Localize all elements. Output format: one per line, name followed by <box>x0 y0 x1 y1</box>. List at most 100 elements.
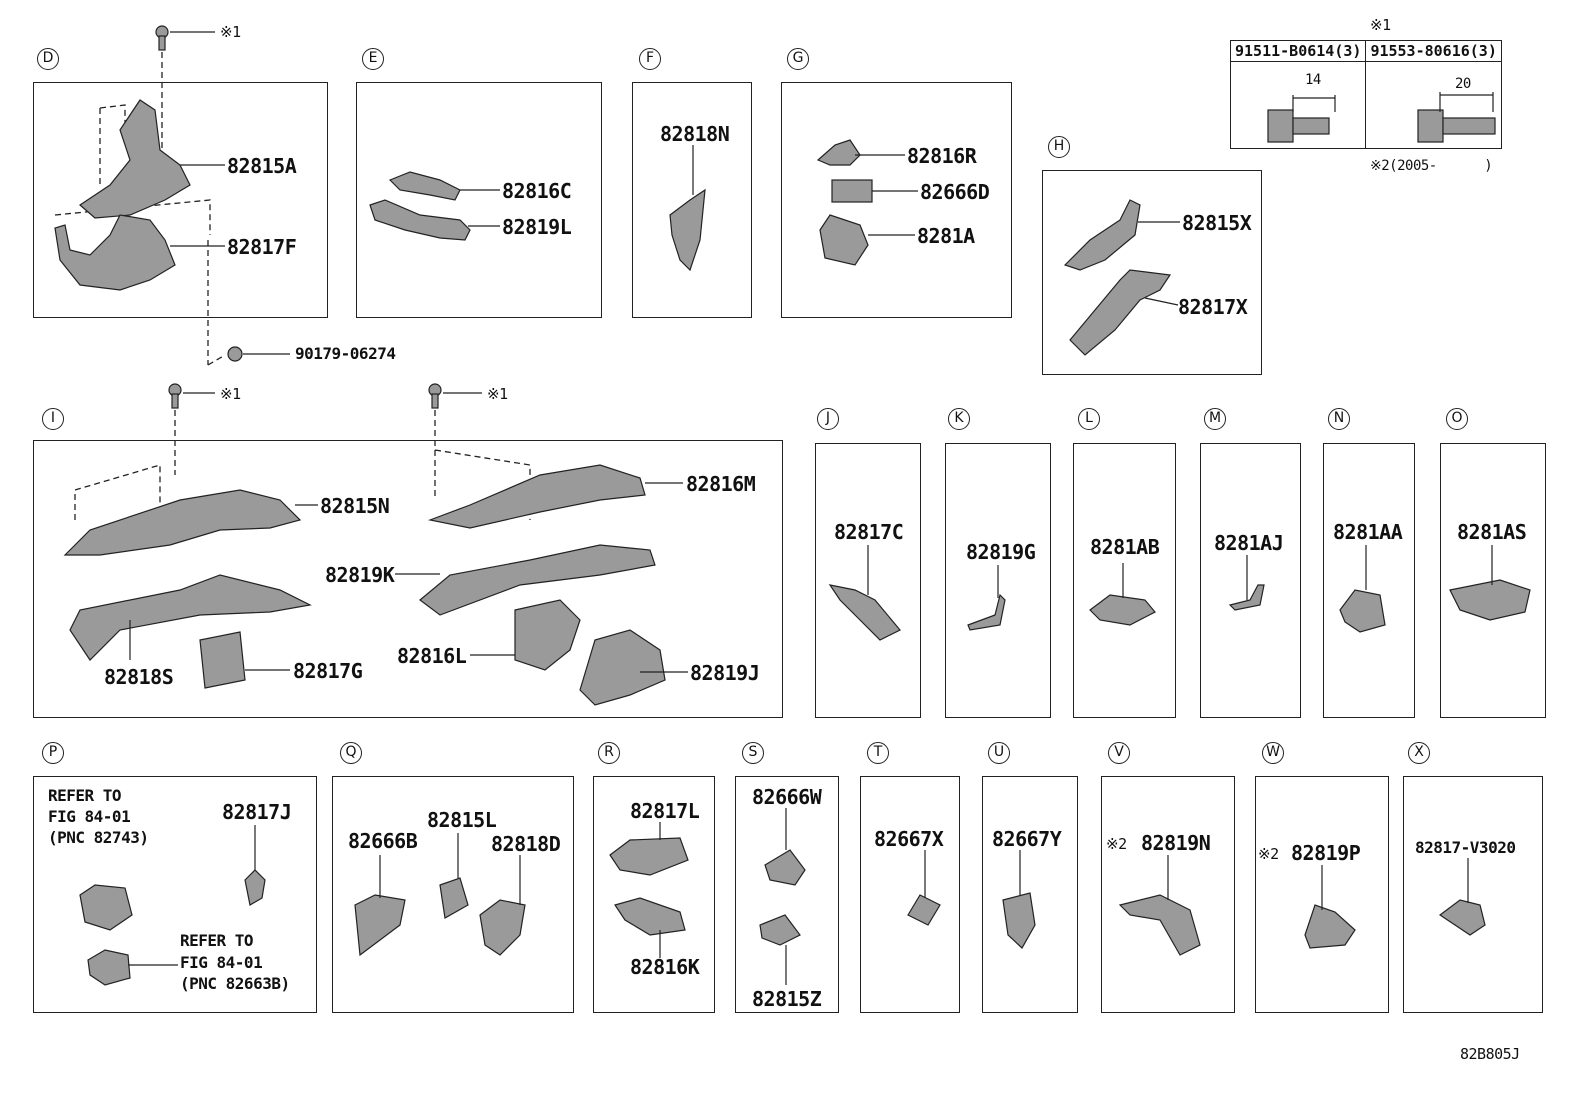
sections-p-x-art <box>79 808 1486 986</box>
section-w-box <box>1255 776 1389 1013</box>
section-letter-p: P <box>42 742 64 764</box>
note-mark-i2: ※1 <box>487 385 508 403</box>
section-e-box <box>356 82 602 318</box>
part-82816R[interactable]: 82816R <box>907 144 977 168</box>
section-letter-t: T <box>867 742 889 764</box>
part-82815L[interactable]: 82815L <box>427 808 497 832</box>
section-k-box <box>945 443 1051 718</box>
ref-note-2-line-3: (PNC 82663B) <box>180 974 290 993</box>
part-82818S[interactable]: 82818S <box>104 665 174 689</box>
section-g-art <box>816 139 918 266</box>
part-82816C[interactable]: 82816C <box>502 179 572 203</box>
part-82815N[interactable]: 82815N <box>320 494 390 518</box>
section-letter-n: N <box>1328 408 1350 430</box>
part-8281AS[interactable]: 8281AS <box>1457 520 1527 544</box>
part-8281AA[interactable]: 8281AA <box>1333 520 1403 544</box>
part-82819J[interactable]: 82819J <box>690 661 760 685</box>
part-82819L[interactable]: 82819L <box>502 215 572 239</box>
section-o-box <box>1440 443 1546 718</box>
part-82815Z[interactable]: 82815Z <box>752 987 822 1011</box>
section-letter-j: J <box>817 408 839 430</box>
section-letter-r: R <box>598 742 620 764</box>
part-8281AB[interactable]: 8281AB <box>1090 535 1160 559</box>
part-8281A[interactable]: 8281A <box>917 224 975 248</box>
section-d-box <box>33 82 328 318</box>
part-82816L[interactable]: 82816L <box>397 644 467 668</box>
part-82817G[interactable]: 82817G <box>293 659 363 683</box>
section-letter-q: Q <box>340 742 362 764</box>
section-g-box <box>781 82 1012 318</box>
section-d-art <box>54 25 290 366</box>
section-m-box <box>1200 443 1301 718</box>
section-f-box <box>632 82 752 318</box>
part-82817L[interactable]: 82817L <box>630 799 700 823</box>
section-letter-f: F <box>639 48 661 70</box>
part-82817F[interactable]: 82817F <box>227 235 297 259</box>
note-mark-v: ※2 <box>1106 835 1127 853</box>
note-mark-w: ※2 <box>1258 845 1279 863</box>
section-letter-g: G <box>787 48 809 70</box>
note-mark-i1: ※1 <box>220 385 241 403</box>
part-82817C[interactable]: 82817C <box>834 520 904 544</box>
section-v-box <box>1101 776 1235 1013</box>
section-letter-h: H <box>1048 136 1070 158</box>
section-e-art <box>369 171 500 241</box>
part-8281AJ[interactable]: 8281AJ <box>1214 531 1284 555</box>
bolt-part-1[interactable]: 91511-B0614(3) <box>1229 40 1367 62</box>
section-h-art <box>1063 199 1180 356</box>
bolt-table: 91511-B0614(3) 91553-80616(3) <box>1229 40 1502 149</box>
figure-id: 82B805J <box>1460 1045 1520 1063</box>
section-letter-i: I <box>42 408 64 430</box>
section-letter-v: V <box>1108 742 1130 764</box>
bolt-footnote: ※2(2005- ) <box>1370 158 1493 174</box>
section-i-box <box>33 440 783 718</box>
part-82666D[interactable]: 82666D <box>920 180 990 204</box>
section-letter-d: D <box>37 48 59 70</box>
bolt-dim-2: 20 <box>1455 76 1471 92</box>
part-82818D[interactable]: 82818D <box>491 832 561 856</box>
section-x-box <box>1403 776 1543 1013</box>
bolt-part-2[interactable]: 91553-80616(3) <box>1365 40 1502 62</box>
part-82666W[interactable]: 82666W <box>752 785 822 809</box>
part-82667Y[interactable]: 82667Y <box>992 827 1062 851</box>
part-82815A[interactable]: 82815A <box>227 154 297 178</box>
bolt-table-header: ※1 <box>1370 16 1391 34</box>
section-i-art <box>63 383 688 706</box>
part-82667X[interactable]: 82667X <box>874 827 944 851</box>
section-letter-m: M <box>1204 408 1226 430</box>
part-82819K[interactable]: 82819K <box>325 563 395 587</box>
ref-note-1-line-3: (PNC 82743) <box>48 828 149 847</box>
ref-note-1-line-2: FIG 84-01 <box>48 807 131 826</box>
part-82817X[interactable]: 82817X <box>1178 295 1248 319</box>
part-82819P[interactable]: 82819P <box>1291 841 1361 865</box>
section-t-box <box>860 776 960 1013</box>
part-82817-V3020[interactable]: 82817-V3020 <box>1415 838 1516 857</box>
sections-j-o-art <box>828 545 1531 641</box>
note-mark-d: ※1 <box>220 23 241 41</box>
ref-note-2-line-2: FIG 84-01 <box>180 953 263 972</box>
section-letter-w: W <box>1262 742 1284 764</box>
section-j-box <box>815 443 921 718</box>
part-82816M[interactable]: 82816M <box>686 472 756 496</box>
section-letter-o: O <box>1446 408 1468 430</box>
ref-note-2-line-1: REFER TO <box>180 931 254 950</box>
nut-part-number[interactable]: 90179-06274 <box>295 344 396 363</box>
part-82666B[interactable]: 82666B <box>348 829 418 853</box>
part-82819N[interactable]: 82819N <box>1141 831 1211 855</box>
part-82818N[interactable]: 82818N <box>660 122 730 146</box>
section-letter-x: X <box>1408 742 1430 764</box>
section-letter-u: U <box>988 742 1010 764</box>
part-82819G[interactable]: 82819G <box>966 540 1036 564</box>
part-82815X[interactable]: 82815X <box>1182 211 1252 235</box>
ref-note-1-line-1: REFER TO <box>48 786 122 805</box>
section-l-box <box>1073 443 1176 718</box>
section-u-box <box>982 776 1078 1013</box>
section-q-box <box>332 776 574 1013</box>
section-f-art <box>669 145 706 272</box>
part-82817J[interactable]: 82817J <box>222 800 292 824</box>
section-n-box <box>1323 443 1415 718</box>
part-82816K[interactable]: 82816K <box>630 955 700 979</box>
bolt-cell-2 <box>1365 61 1502 149</box>
section-letter-e: E <box>362 48 384 70</box>
